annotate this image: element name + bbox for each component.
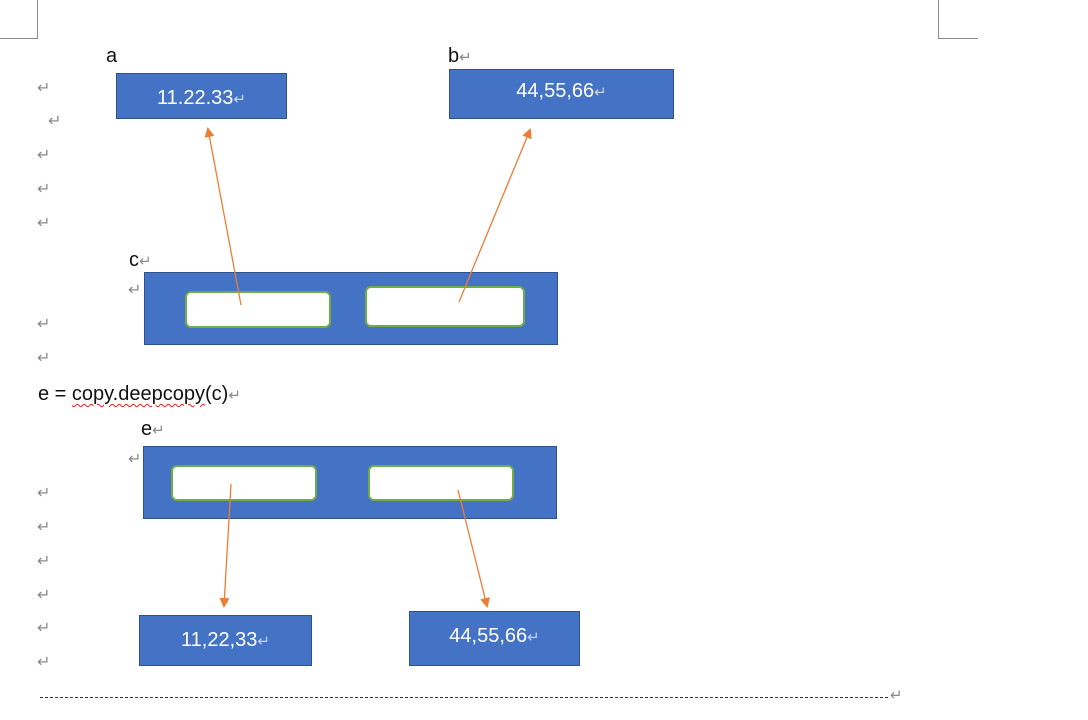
paragraph-mark-icon: ↵ bbox=[37, 316, 51, 333]
paragraph-mark-icon: ↵ bbox=[128, 451, 142, 468]
object-a-box: 11.22.33↵ bbox=[116, 73, 287, 119]
paragraph-mark-icon: ↵ bbox=[139, 253, 152, 270]
container-c-slot-1 bbox=[185, 291, 331, 328]
object-e-first-box: 11,22,33↵ bbox=[139, 615, 312, 666]
paragraph-mark-icon: ↵ bbox=[37, 350, 51, 367]
container-e-slot-1 bbox=[171, 465, 317, 501]
object-e-second-value-text: 44,55,66 bbox=[449, 624, 528, 647]
label-e: e↵ bbox=[141, 418, 165, 442]
label-b: b↵ bbox=[448, 45, 472, 69]
paragraph-mark-icon: ↵ bbox=[37, 587, 51, 604]
paragraph-mark-icon: ↵ bbox=[37, 519, 51, 536]
object-a-value-text: 11.22.33 bbox=[157, 87, 234, 109]
paragraph-mark-icon: ↵ bbox=[37, 620, 51, 637]
label-c-text: c bbox=[129, 249, 139, 271]
paragraph-mark-icon: ↵ bbox=[37, 553, 51, 570]
paragraph-mark-icon: ↵ bbox=[37, 80, 51, 97]
label-b-text: b bbox=[448, 45, 460, 67]
paragraph-mark-icon: ↵ bbox=[37, 181, 51, 198]
paragraph-mark-icon: ↵ bbox=[37, 485, 51, 502]
corner-mark-top-left bbox=[0, 0, 38, 39]
section-separator bbox=[40, 697, 888, 698]
paragraph-mark-icon: ↵ bbox=[459, 49, 472, 66]
paragraph-mark-icon: ↵ bbox=[527, 628, 540, 646]
object-e-first-value-text: 11,22,33 bbox=[181, 628, 258, 651]
paragraph-mark-icon: ↵ bbox=[594, 84, 607, 101]
object-e-first-value: 11,22,33↵ bbox=[181, 629, 270, 653]
object-b-value-text: 44,55,66 bbox=[516, 80, 595, 102]
label-e-text: e bbox=[141, 418, 153, 440]
object-e-second-box: 44,55,66↵ bbox=[409, 611, 580, 666]
paragraph-mark-icon: ↵ bbox=[37, 654, 51, 671]
paragraph-mark-icon: ↵ bbox=[890, 687, 903, 704]
label-c: c↵ bbox=[129, 249, 152, 273]
paragraph-mark-icon: ↵ bbox=[128, 282, 142, 299]
label-a: a bbox=[106, 45, 117, 67]
paragraph-mark-icon: ↵ bbox=[152, 422, 165, 439]
object-b-value: 44,55,66↵ bbox=[516, 80, 606, 104]
paragraph-mark-icon: ↵ bbox=[37, 215, 51, 232]
paragraph-mark-icon: ↵ bbox=[257, 632, 270, 650]
code-deepcopy-line: e = copy.deepcopy(c)↵ bbox=[38, 383, 241, 407]
container-c-slot-2 bbox=[365, 286, 525, 327]
object-b-box: 44,55,66↵ bbox=[449, 69, 674, 119]
label-a-text: a bbox=[106, 45, 118, 67]
paragraph-mark-icon: ↵ bbox=[48, 113, 62, 130]
paragraph-mark-icon: ↵ bbox=[37, 147, 51, 164]
corner-mark-top-right bbox=[938, 0, 978, 39]
code-function-name: copy.deepcopy bbox=[71, 383, 205, 405]
object-e-second-value: 44,55,66↵ bbox=[449, 625, 539, 649]
code-lhs: e = bbox=[38, 383, 72, 405]
container-c bbox=[144, 272, 558, 345]
container-e-slot-2 bbox=[368, 465, 514, 501]
paragraph-mark-icon: ↵ bbox=[233, 91, 246, 108]
paragraph-mark-icon: ↵ bbox=[228, 387, 241, 404]
container-e bbox=[143, 446, 557, 519]
object-a-value: 11.22.33↵ bbox=[157, 87, 246, 111]
code-args: (c) bbox=[204, 383, 229, 405]
